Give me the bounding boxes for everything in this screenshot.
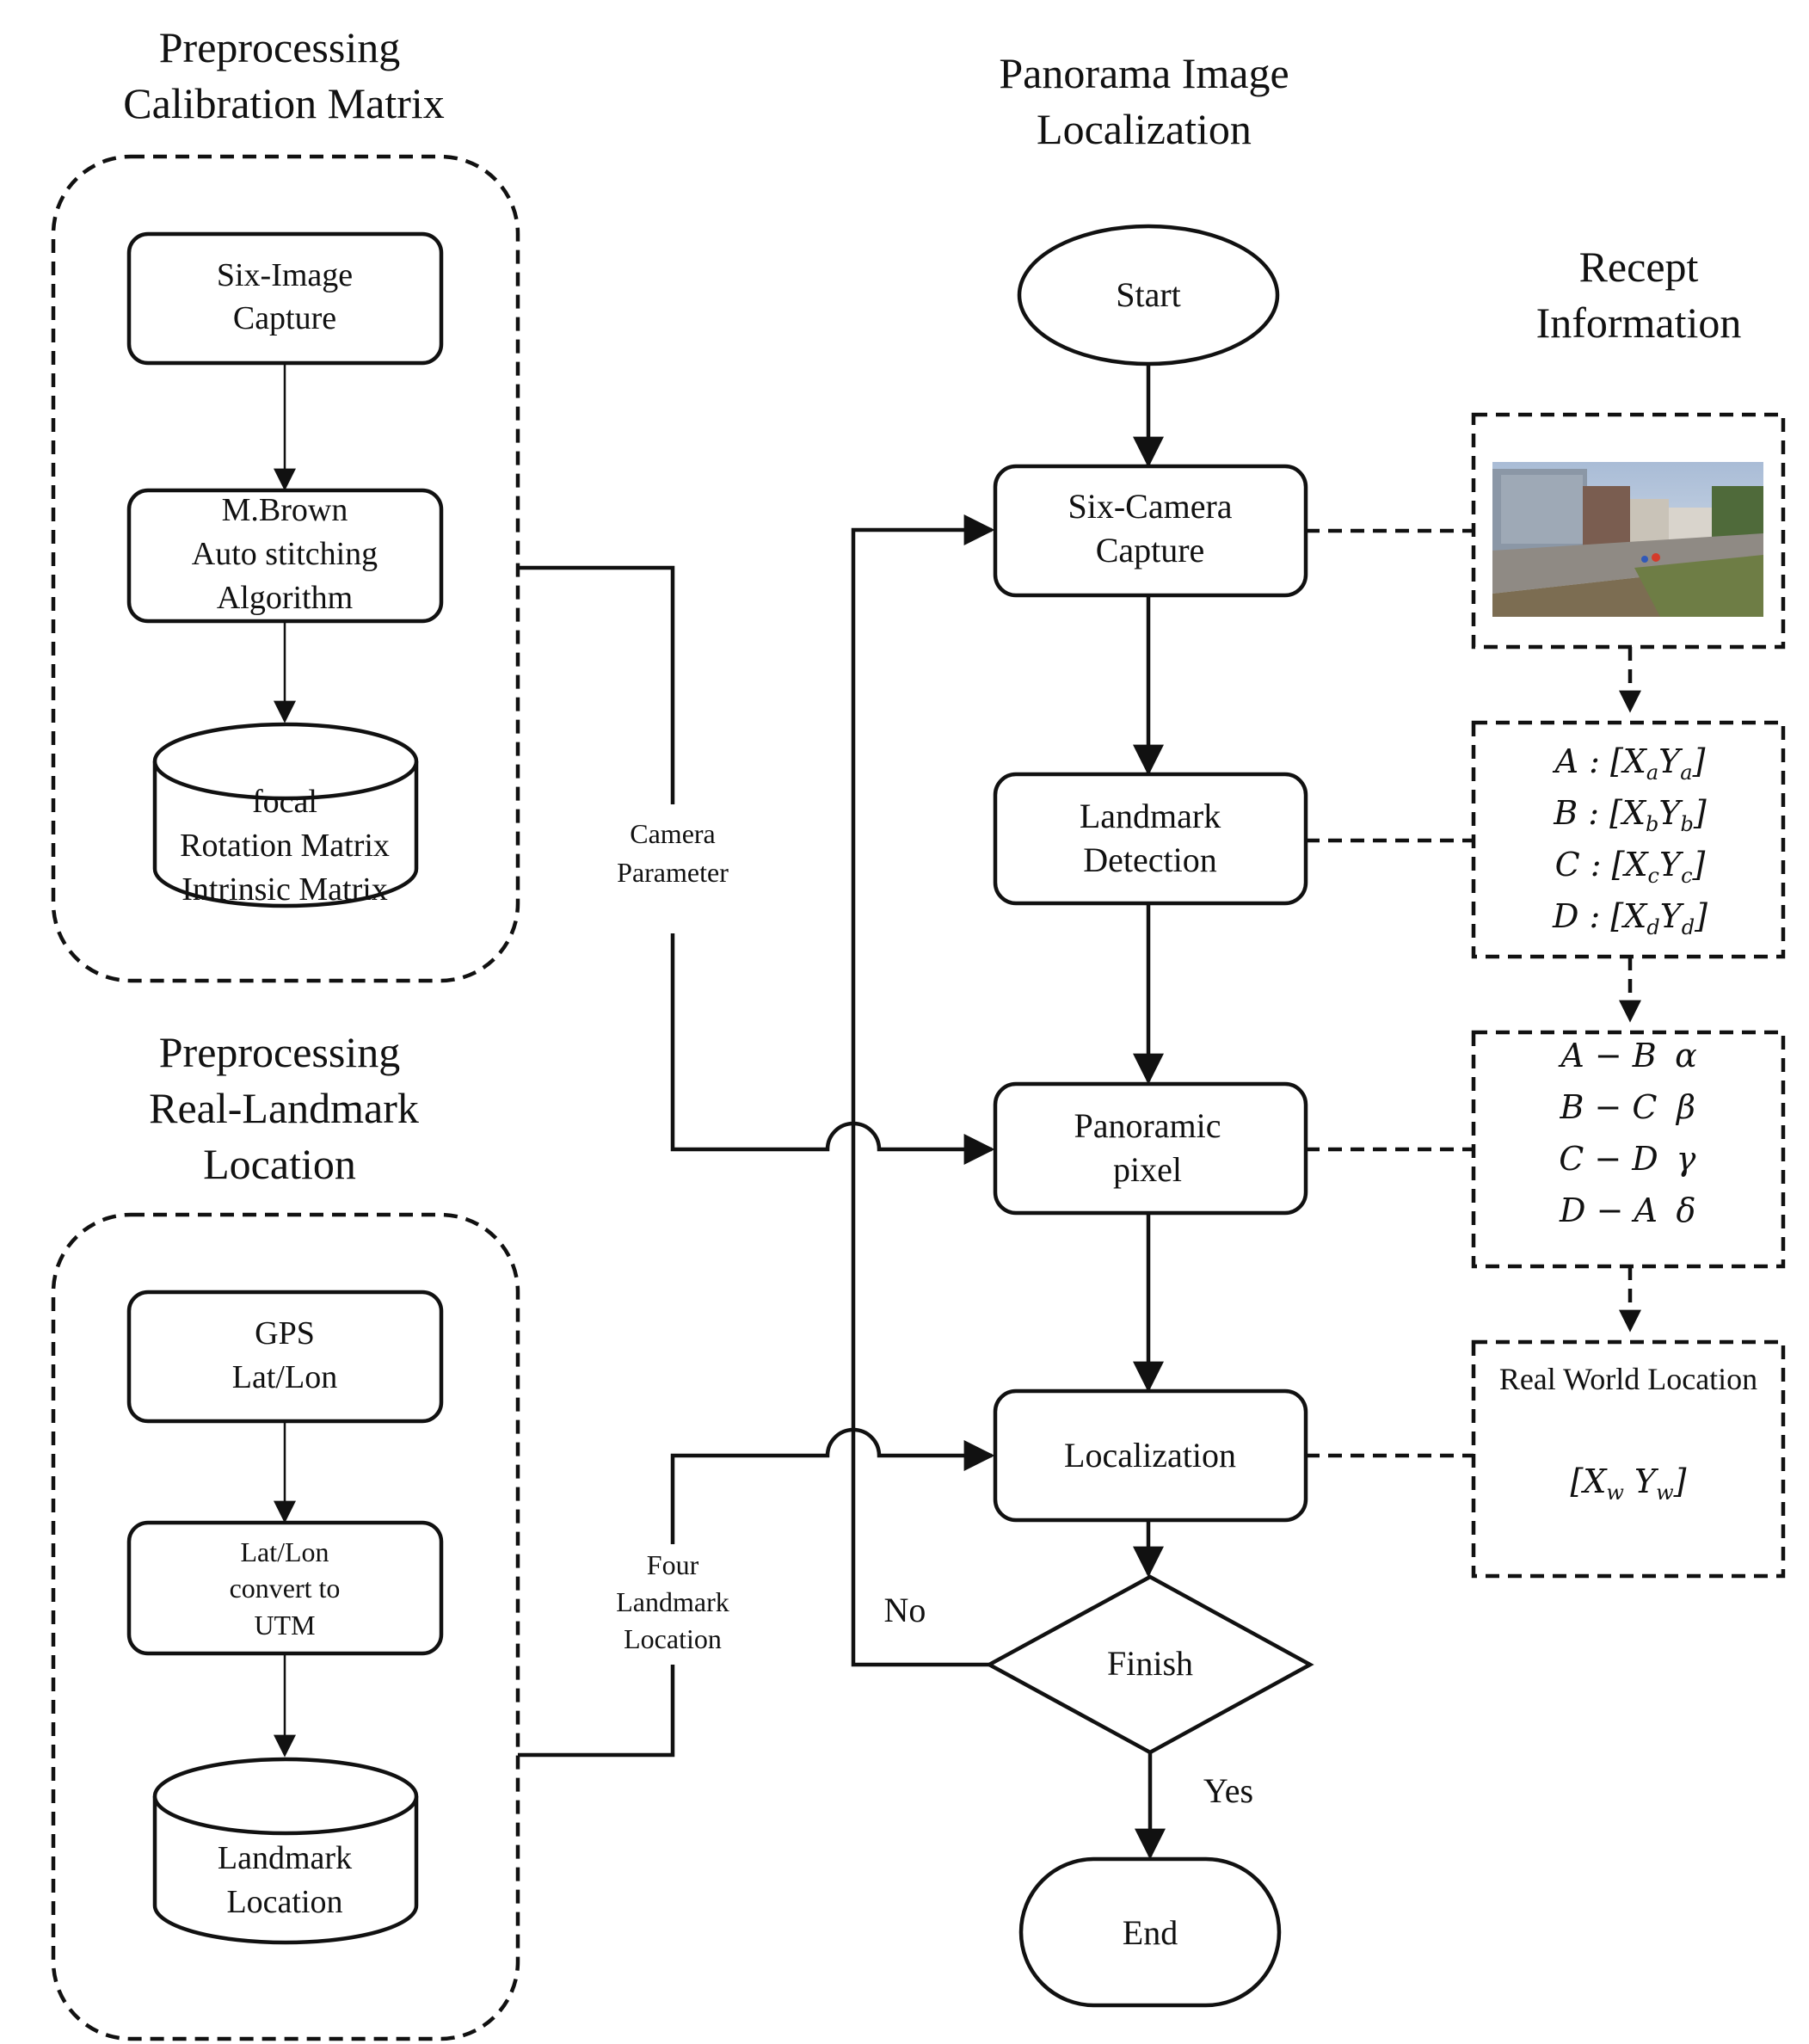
- yes-label: Yes: [1203, 1771, 1253, 1810]
- heading-receipt-line-1: Recept: [1579, 243, 1699, 291]
- matrix-db-label-3: Intrinsic Matrix: [182, 871, 388, 908]
- coord-row-c: C : [XcYc]: [1555, 846, 1706, 888]
- svg-text:γ: γ: [1677, 1140, 1696, 1178]
- svg-text:D − A: D − A: [1559, 1191, 1658, 1229]
- heading-main-line-2: Localization: [1037, 105, 1252, 153]
- six-camera-capture-label-2: Capture: [1096, 531, 1205, 569]
- heading-calibration-line-2: Calibration Matrix: [123, 79, 445, 127]
- angle-row-ab: A − B α: [1558, 1037, 1697, 1074]
- heading-landmark-line-1: Preprocessing: [159, 1028, 401, 1076]
- gps-label-2: Lat/Lon: [232, 1359, 337, 1395]
- finish-label: Finish: [1107, 1644, 1193, 1683]
- svg-text:C − D: C − D: [1559, 1140, 1658, 1178]
- coord-row-b: B : [XbYb]: [1553, 794, 1707, 836]
- angle-row-da: D − A δ: [1559, 1191, 1695, 1229]
- matrix-db-label-2: Rotation Matrix: [180, 828, 390, 864]
- svg-text:A : [XaYa]: A : [XaYa]: [1553, 742, 1706, 785]
- matrix-database-cylinder: [152, 722, 419, 908]
- four-landmark-label-2: Landmark: [616, 1586, 729, 1617]
- loop-back-connector: [851, 514, 995, 1667]
- six-image-capture-label-1: Six-Image: [217, 257, 353, 293]
- matrix-db-label-1: focal: [252, 784, 317, 820]
- svg-text:β: β: [1675, 1088, 1695, 1126]
- svg-text:B − C: B − C: [1560, 1088, 1658, 1126]
- four-landmark-connector-upper: [670, 1427, 995, 1544]
- brown-stitching-label-3: Algorithm: [217, 580, 353, 616]
- real-world-location-title: Real World Location: [1499, 1362, 1757, 1396]
- four-landmark-label-1: Four: [647, 1549, 699, 1580]
- heading-landmark-line-3: Location: [203, 1140, 356, 1188]
- gps-box: [126, 1290, 444, 1424]
- six-image-capture-label-2: Capture: [233, 300, 336, 336]
- landmark-detection-box: [993, 772, 1308, 906]
- panoramic-pixel-box: [993, 1081, 1308, 1216]
- heading-calibration-line-1: Preprocessing: [159, 23, 401, 71]
- panoramic-pixel-label-2: pixel: [1113, 1150, 1182, 1189]
- utm-convert-label-3: UTM: [254, 1610, 315, 1641]
- svg-text:δ: δ: [1677, 1191, 1696, 1229]
- svg-text:D : [XdYd]: D : [XdYd]: [1552, 897, 1707, 939]
- svg-text:C : [XcYc]: C : [XcYc]: [1555, 846, 1706, 888]
- real-world-location-value: [Xw Yw]: [1571, 1462, 1687, 1505]
- real-world-location-box: [1471, 1339, 1786, 1579]
- end-node: [1018, 1856, 1282, 2008]
- brown-stitching-label-1: M.Brown: [222, 492, 348, 528]
- landmark-db-label-1: Landmark: [218, 1840, 352, 1876]
- camera-parameter-connector: [518, 565, 675, 804]
- svg-text:α: α: [1675, 1037, 1697, 1074]
- six-camera-capture-label-1: Six-Camera: [1068, 487, 1232, 526]
- camera-parameter-label-2: Parameter: [617, 857, 729, 888]
- localization-label: Localization: [1064, 1436, 1236, 1475]
- panorama-photo: [1492, 462, 1763, 617]
- brown-stitching-label-2: Auto stitching: [192, 536, 378, 572]
- heading-landmark-line-2: Real-Landmark: [149, 1084, 419, 1132]
- four-landmark-label-3: Location: [624, 1623, 722, 1654]
- svg-text:A − B: A − B: [1558, 1037, 1656, 1074]
- camera-parameter-label-1: Camera: [630, 818, 716, 849]
- landmark-detection-label-2: Detection: [1083, 840, 1217, 879]
- four-landmark-connector: [518, 1665, 675, 1758]
- landmark-database-cylinder: [152, 1757, 419, 1945]
- utm-convert-label-1: Lat/Lon: [240, 1536, 329, 1567]
- landmark-db-label-2: Location: [226, 1884, 342, 1920]
- panoramic-pixel-label-1: Panoramic: [1074, 1106, 1221, 1145]
- gps-label-1: GPS: [255, 1315, 315, 1351]
- coord-row-a: A : [XaYa]: [1553, 742, 1706, 785]
- start-label: Start: [1116, 275, 1181, 314]
- camera-parameter-connector-lower: [670, 933, 995, 1165]
- coord-row-d: D : [XdYd]: [1552, 897, 1707, 939]
- landmark-detection-label-1: Landmark: [1080, 797, 1221, 835]
- heading-receipt-line-2: Information: [1536, 299, 1742, 347]
- utm-convert-label-2: convert to: [230, 1573, 341, 1604]
- landmark-group-border: [51, 1212, 520, 2041]
- svg-text:B : [XbYb]: B : [XbYb]: [1553, 794, 1707, 836]
- no-label: No: [884, 1591, 926, 1629]
- angle-row-bc: B − C β: [1560, 1088, 1695, 1126]
- heading-main-line-1: Panorama Image: [999, 49, 1289, 97]
- angle-row-cd: C − D γ: [1559, 1140, 1695, 1178]
- end-label: End: [1123, 1913, 1178, 1952]
- six-image-capture-box: [126, 231, 444, 366]
